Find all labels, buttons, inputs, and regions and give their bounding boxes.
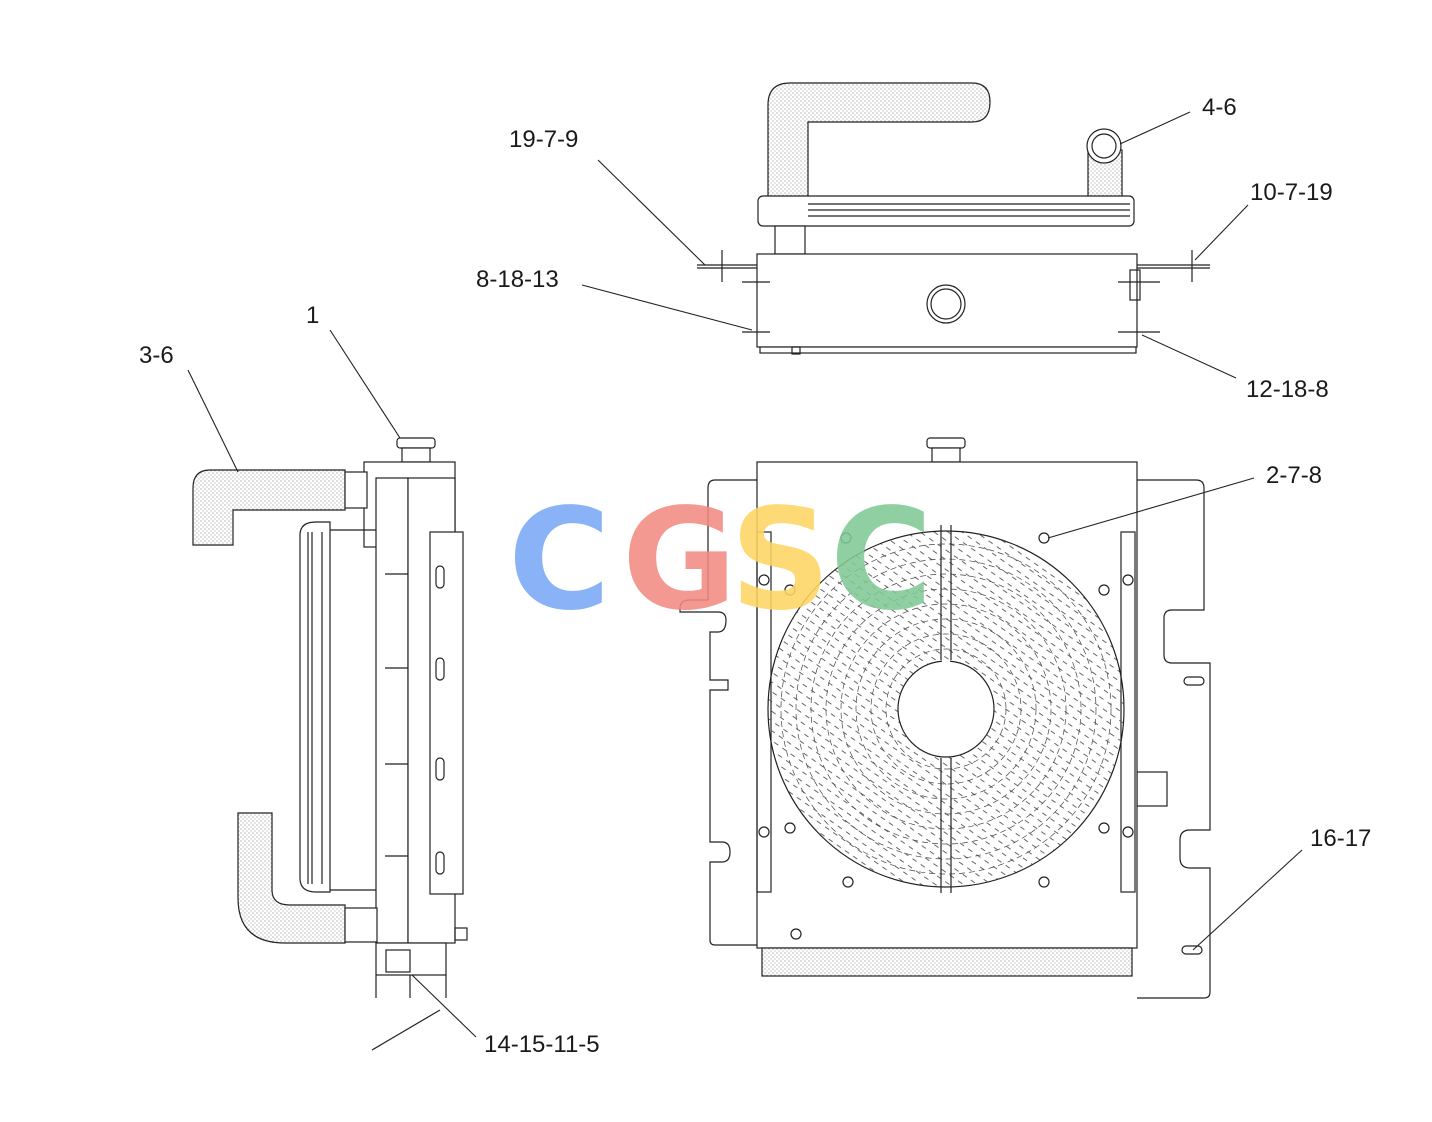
watermark-letter-2: G [622,479,737,642]
top-core [757,195,1135,227]
front-left-bracket [679,479,757,946]
front-bottom-tank [761,947,1133,977]
top-cap-outer [926,284,966,324]
side-body [375,477,409,944]
callout-19-7-9: 19-7-9 [509,126,578,153]
watermark-letter-3: S [730,479,831,642]
callout-1: 1 [306,302,319,329]
top-pipe-ring-inner [1091,133,1117,159]
side-core-frame [299,521,331,893]
top-hose-upper [767,82,991,226]
callout-16-17: 16-17 [1310,825,1371,852]
watermark-letter-1: C [508,479,611,642]
side-hose-lower [237,812,346,944]
side-hose-upper [192,469,346,546]
callout-10-7-19: 10-7-19 [1250,179,1333,206]
side-view [192,437,468,1051]
front-right-bracket [1137,479,1211,999]
callout-labels: 19-7-9 4-6 10-7-19 8-18-13 12-18-8 1 3-6… [139,94,1371,1058]
leader-lines [187,111,1303,1038]
callout-2-7-8: 2-7-8 [1266,462,1322,489]
front-core-hub [897,660,995,758]
callout-8-18-13: 8-18-13 [476,266,559,293]
side-cap [396,437,436,449]
front-cap [926,437,966,449]
callout-12-18-8: 12-18-8 [1246,376,1329,403]
callout-3-6: 3-6 [139,342,174,369]
top-body [756,253,1138,348]
callout-4-6: 4-6 [1202,94,1237,121]
side-slots [385,565,445,875]
front-view [679,437,1211,999]
cgsc-watermark: C G S C [508,479,933,642]
top-view [697,82,1210,355]
top-cap-inner [930,288,962,320]
watermark-letter-4: C [830,479,933,642]
callout-14-15-11-5: 14-15-11-5 [484,1031,600,1058]
